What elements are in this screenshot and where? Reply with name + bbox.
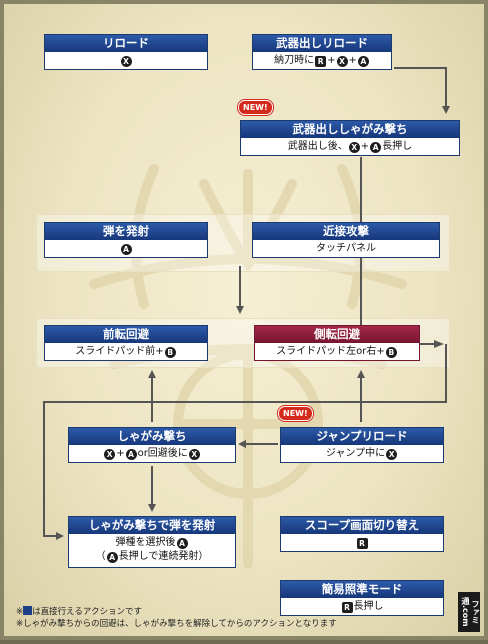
card-title: 武器出ししゃがみ撃ち xyxy=(241,121,459,138)
a-button-icon: A xyxy=(106,552,118,563)
b-button-icon: B xyxy=(385,347,397,358)
x-button-icon: X xyxy=(188,449,200,460)
x-button-icon: X xyxy=(104,449,116,460)
card-fire: 弾を発射 A xyxy=(44,222,208,258)
arrow-weapon-reload-to-crouch xyxy=(394,67,450,114)
new-badge: NEW! xyxy=(278,406,313,421)
r-button-icon: R xyxy=(315,56,327,67)
card-text: スライドパッド左or右+ xyxy=(276,346,385,357)
new-badge: NEW! xyxy=(238,100,273,115)
card-title: 武器出しリロード xyxy=(253,35,391,52)
card-text: 長押し xyxy=(382,141,413,152)
card-text: ジャンプ中に xyxy=(325,448,386,459)
footnote-2: ※しゃがみ撃ちからの回避は、しゃがみ撃ちを解除してからのアクションとなります xyxy=(16,619,337,629)
card-text: スライドパッド前+ xyxy=(75,346,164,357)
plus-sign: + xyxy=(348,55,357,66)
footnote-1: ※ は直接行えるアクションです xyxy=(16,606,337,618)
card-forward-roll: 前転回避 スライドパッド前+B xyxy=(44,325,208,361)
card-text: 長押しで連続発射） xyxy=(118,551,209,562)
card-title: 簡易照準モード xyxy=(281,581,443,598)
card-body: X xyxy=(45,52,207,68)
card-text: 長押し xyxy=(353,601,384,612)
arrow-loop-from-right xyxy=(43,344,447,540)
a-button-icon: A xyxy=(370,142,382,153)
card-title: しゃがみ撃ちで弾を発射 xyxy=(69,517,235,534)
plus-sign: + xyxy=(327,55,336,66)
card-text: or回避後に xyxy=(137,448,188,459)
blue-square-legend-icon xyxy=(23,606,33,615)
card-melee: 近接攻撃 タッチパネル xyxy=(252,222,440,258)
r-button-icon: R xyxy=(341,602,353,613)
card-text: 弾種を選択後 xyxy=(115,537,176,548)
a-button-icon: A xyxy=(176,538,188,549)
plus-sign: + xyxy=(360,141,370,152)
card-reload: リロード X xyxy=(44,34,208,70)
note-text: は直接行えるアクションです xyxy=(32,607,142,617)
card-title: 側転回避 xyxy=(255,326,419,343)
card-title: 弾を発射 xyxy=(45,223,207,240)
card-title: 近接攻撃 xyxy=(253,223,439,240)
card-title: しゃがみ撃ち xyxy=(69,428,235,445)
card-body: A xyxy=(45,240,207,256)
card-title: スコープ画面切り替え xyxy=(281,517,443,534)
card-text: 武器出し後、 xyxy=(287,141,348,152)
footnotes: ※ は直接行えるアクションです ※しゃがみ撃ちからの回避は、しゃがみ撃ちを解除して… xyxy=(16,606,337,630)
card-body: R xyxy=(281,534,443,550)
r-button-icon: R xyxy=(356,538,368,549)
card-title: 前転回避 xyxy=(45,326,207,343)
card-title: ジャンプリロード xyxy=(281,428,443,445)
card-side-roll: 側転回避 スライドパッド左or右+B xyxy=(254,325,420,361)
a-button-icon: A xyxy=(120,244,132,255)
card-body: スライドパッド前+B xyxy=(45,343,207,359)
x-button-icon: X xyxy=(120,56,132,67)
x-button-icon: X xyxy=(348,142,360,153)
a-button-icon: A xyxy=(125,449,137,460)
x-button-icon: X xyxy=(386,449,398,460)
famitsu-watermark-logo: ファミ通.com xyxy=(458,592,480,632)
card-text: 納刀時に xyxy=(274,55,315,66)
note-mark: ※ xyxy=(16,607,24,617)
x-button-icon: X xyxy=(336,56,348,67)
plus-sign: + xyxy=(116,448,125,459)
card-text: （ xyxy=(95,551,106,562)
card-scope-toggle: スコープ画面切り替え R xyxy=(280,516,444,552)
card-title: リロード xyxy=(45,35,207,52)
a-button-icon: A xyxy=(357,56,369,67)
card-body: タッチパネル xyxy=(316,243,376,254)
card-body: スライドパッド左or右+B xyxy=(255,343,419,359)
b-button-icon: B xyxy=(164,347,176,358)
